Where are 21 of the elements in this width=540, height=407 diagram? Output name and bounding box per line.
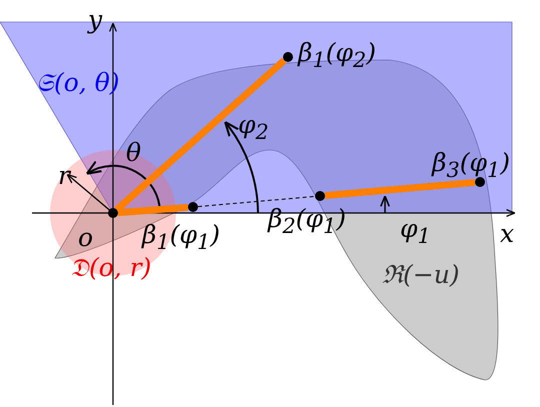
dashed-line bbox=[197, 196, 316, 208]
point-label: β$_{1}$(φ$_{1}$) bbox=[142, 222, 220, 253]
radius-label: r bbox=[58, 163, 70, 188]
axis-label: x bbox=[500, 221, 514, 246]
axis-label: y bbox=[88, 7, 102, 32]
point-label: β$_{1}$(φ$_{2}$) bbox=[298, 40, 376, 71]
point-label: β$_{2}$(φ$_{1}$) bbox=[268, 206, 346, 237]
point-dot bbox=[475, 177, 485, 187]
region-label: ℜ(−u) bbox=[382, 262, 460, 287]
angle-label: φ$_{1}$ bbox=[400, 216, 431, 247]
angle-label: θ bbox=[126, 140, 142, 165]
link-segment bbox=[324, 178, 476, 200]
link-segment bbox=[114, 58, 287, 212]
link-segment bbox=[118, 204, 188, 216]
point-dot bbox=[188, 202, 198, 212]
point-dot bbox=[315, 191, 325, 201]
point-dot bbox=[108, 208, 118, 218]
angle-label: φ$_{2}$ bbox=[238, 112, 269, 143]
point-label: o bbox=[78, 225, 94, 250]
point-dot bbox=[283, 52, 293, 62]
point-label: β$_{3}$(φ$_{1}$) bbox=[432, 150, 510, 181]
